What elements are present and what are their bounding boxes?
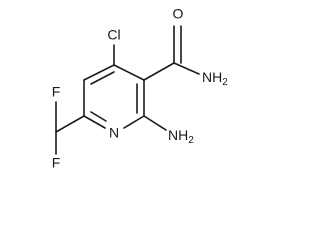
amide-nh-text: NH — [202, 69, 222, 85]
bond-c3-carbonyl — [143, 62, 175, 81]
amino-nh-text: NH — [168, 127, 188, 143]
bond-c2-n1 — [123, 115, 145, 129]
fluorine-bottom-label: F — [52, 155, 61, 171]
bond-n1-c6 — [83, 115, 106, 129]
bond-n1-c6-inner — [90, 111, 107, 122]
amino-nh2-label: NH2 — [168, 127, 194, 146]
substituent-bonds — [55, 25, 200, 155]
bond-c6-chf2 — [55, 115, 85, 133]
bond-c4-c3 — [113, 64, 145, 81]
bond-c5-c4 — [83, 64, 115, 81]
fluorine-top-label: F — [52, 84, 61, 100]
amide-subscript-2: 2 — [222, 77, 228, 88]
chlorine-label: Cl — [107, 27, 120, 43]
oxygen-label: O — [173, 6, 184, 22]
amide-nh2-label: NH2 — [202, 69, 228, 88]
amino-subscript-2: 2 — [188, 135, 194, 146]
chemical-structure-diagram: Cl O NH2 N NH2 F F — [52, 6, 229, 171]
bond-c5-c4-inner — [90, 71, 115, 85]
pyridine-ring — [83, 64, 145, 129]
atom-labels: Cl O NH2 N NH2 F F — [52, 6, 229, 171]
bond-carbonyl-amide-n — [173, 62, 200, 75]
ring-nitrogen-label: N — [109, 125, 119, 141]
bond-c2-amino-n — [143, 115, 167, 131]
